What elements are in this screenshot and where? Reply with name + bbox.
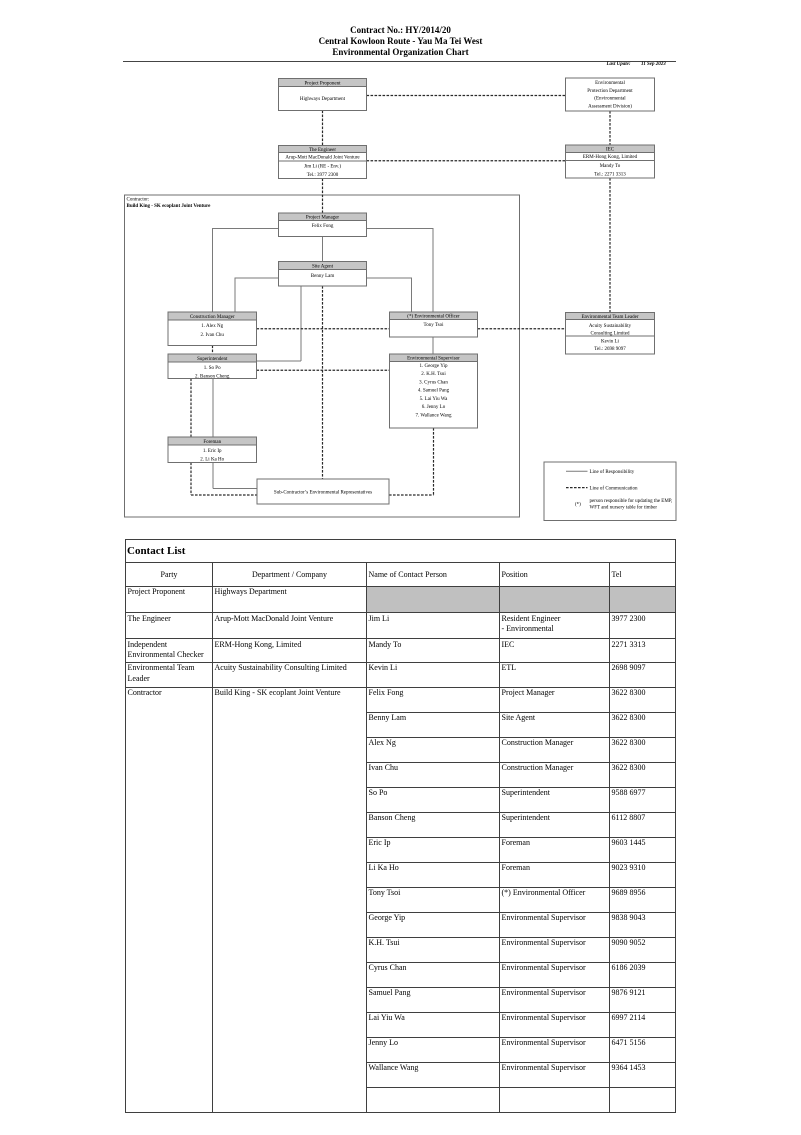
svg-text:2. Li Ka Ho: 2. Li Ka Ho xyxy=(200,458,224,463)
svg-text:1. So Po: 1. So Po xyxy=(204,366,221,371)
svg-text:Highways Department: Highways Department xyxy=(300,97,346,102)
svg-text:2. Banson Cheng: 2. Banson Cheng xyxy=(195,375,230,380)
svg-text:Jim Li (RE - Env.): Jim Li (RE - Env.) xyxy=(304,165,341,170)
svg-text:6. Jenny Lo: 6. Jenny Lo xyxy=(422,405,446,410)
svg-text:Tel.: 3977 2300: Tel.: 3977 2300 xyxy=(307,173,339,178)
svg-text:5. Lai Yiu Wa: 5. Lai Yiu Wa xyxy=(420,397,448,402)
svg-text:(*): (*) xyxy=(575,502,581,507)
svg-text:WFT and nursery table for timb: WFT and nursery table for timber xyxy=(590,505,658,510)
svg-text:Tony Tsoi: Tony Tsoi xyxy=(424,323,445,328)
svg-text:The Engineer: The Engineer xyxy=(309,148,336,153)
svg-text:Construction Manager: Construction Manager xyxy=(190,315,235,320)
svg-text:Contractor:: Contractor: xyxy=(127,198,150,203)
svg-text:7. Wallance Wang: 7. Wallance Wang xyxy=(415,413,452,418)
svg-text:Site Agent: Site Agent xyxy=(312,264,334,269)
svg-text:Benny Lam: Benny Lam xyxy=(311,274,335,279)
svg-text:(*) Environmental Officer: (*) Environmental Officer xyxy=(407,315,460,320)
svg-text:1. Eric Ip: 1. Eric Ip xyxy=(203,449,222,454)
svg-text:Line of Communication: Line of Communication xyxy=(590,486,639,491)
svg-text:Project Proponent: Project Proponent xyxy=(305,81,342,86)
svg-text:ERM-Hong Kong, Limited: ERM-Hong Kong, Limited xyxy=(583,155,638,160)
svg-text:Protection Department: Protection Department xyxy=(587,89,633,94)
svg-text:Environmental: Environmental xyxy=(595,81,625,86)
svg-text:Sub-Contractor’s Environmental: Sub-Contractor’s Environmental Represent… xyxy=(274,491,372,496)
svg-text:(Environmental: (Environmental xyxy=(594,97,626,102)
svg-text:Foreman: Foreman xyxy=(203,440,221,445)
svg-text:2. Ivan Chu: 2. Ivan Chu xyxy=(200,333,224,338)
svg-text:Arup-Mott MacDonald Joint Vent: Arup-Mott MacDonald Joint Venture xyxy=(285,156,360,161)
svg-text:Acuity Sustainability: Acuity Sustainability xyxy=(589,324,632,329)
svg-text:Line of Responsibility: Line of Responsibility xyxy=(590,470,635,475)
svg-text:Tel.: 2271 3313: Tel.: 2271 3313 xyxy=(594,173,626,178)
svg-text:Project Manager: Project Manager xyxy=(306,216,340,221)
svg-text:Assessment Division): Assessment Division) xyxy=(588,105,632,110)
svg-text:Environmental Supervisor: Environmental Supervisor xyxy=(407,357,460,362)
svg-text:Tel.: 2698 9097: Tel.: 2698 9097 xyxy=(594,347,626,352)
svg-text:IEC: IEC xyxy=(606,148,615,153)
svg-text:person responsible for updatin: person responsible for updating the EMP, xyxy=(590,499,673,504)
svg-text:Build King - SK ecoplant Joint: Build King - SK ecoplant Joint Venture xyxy=(127,204,212,209)
svg-text:Superintendent: Superintendent xyxy=(197,357,228,362)
svg-text:Mandy To: Mandy To xyxy=(600,164,621,169)
svg-text:Kevin Li: Kevin Li xyxy=(601,340,620,345)
svg-text:3. Cyrus Chan: 3. Cyrus Chan xyxy=(419,380,448,385)
svg-text:1. George Yip: 1. George Yip xyxy=(420,364,448,369)
svg-text:1. Alex Ng: 1. Alex Ng xyxy=(201,324,223,329)
svg-text:Consulting Limited: Consulting Limited xyxy=(590,331,630,336)
svg-text:2. K.H. Tsui: 2. K.H. Tsui xyxy=(421,372,446,377)
svg-text:Environmental Team Leader: Environmental Team Leader xyxy=(581,315,638,320)
svg-text:Felix Fong: Felix Fong xyxy=(312,224,334,229)
svg-text:4. Samuel Pang: 4. Samuel Pang xyxy=(418,389,450,394)
